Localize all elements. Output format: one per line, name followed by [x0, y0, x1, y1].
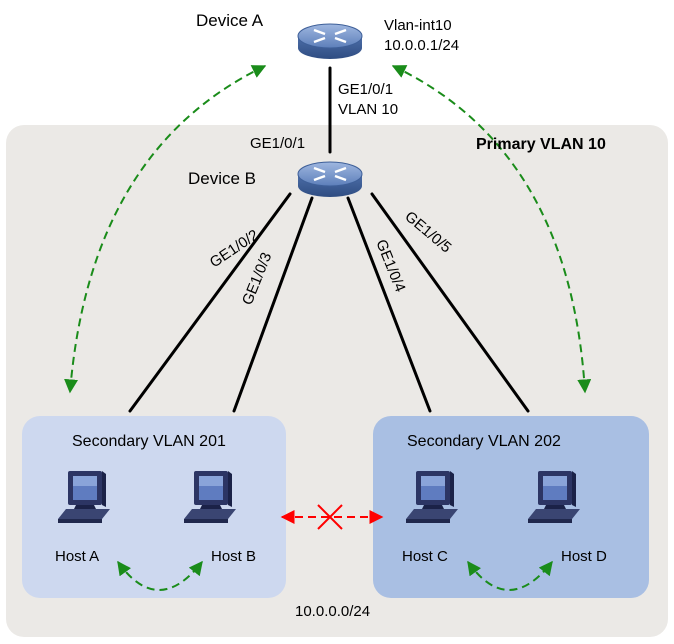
secondary-vlan-201-area	[22, 416, 286, 598]
host-c-label: Host C	[402, 548, 448, 565]
subnet-label: 10.0.0.0/24	[295, 603, 370, 620]
device-a-port-label: GE1/0/1	[338, 81, 393, 98]
vlan-interface-ip: 10.0.0.1/24	[384, 37, 459, 54]
host-a-label: Host A	[55, 548, 99, 565]
arrow-host-a-host-b	[117, 560, 203, 591]
device-b-port-up-label: GE1/0/1	[250, 135, 305, 152]
blocked-communication	[280, 504, 384, 530]
device-a-label: Device A	[196, 11, 264, 30]
host-d-label: Host D	[561, 548, 607, 565]
allowed-communication	[64, 65, 592, 591]
secondary-vlan-202-label: Secondary VLAN 202	[407, 433, 561, 450]
device-b-switch-icon	[296, 160, 364, 199]
arrow-device-a-to-vlan201	[64, 65, 267, 394]
device-a-switch-icon	[296, 22, 364, 61]
host-b-label: Host B	[211, 548, 256, 565]
vlan-interface-label: Vlan-int10	[384, 17, 452, 34]
device-b-label: Device B	[188, 169, 256, 188]
vlan-10-label: VLAN 10	[338, 101, 398, 118]
blocked-x-icon	[317, 504, 343, 530]
primary-vlan-label: Primary VLAN 10	[476, 136, 606, 153]
arrow-host-c-host-d	[467, 560, 553, 591]
arrow-device-a-to-vlan202	[391, 65, 592, 394]
secondary-vlan-201-label: Secondary VLAN 201	[72, 433, 226, 450]
secondary-vlan-202-area	[373, 416, 649, 598]
